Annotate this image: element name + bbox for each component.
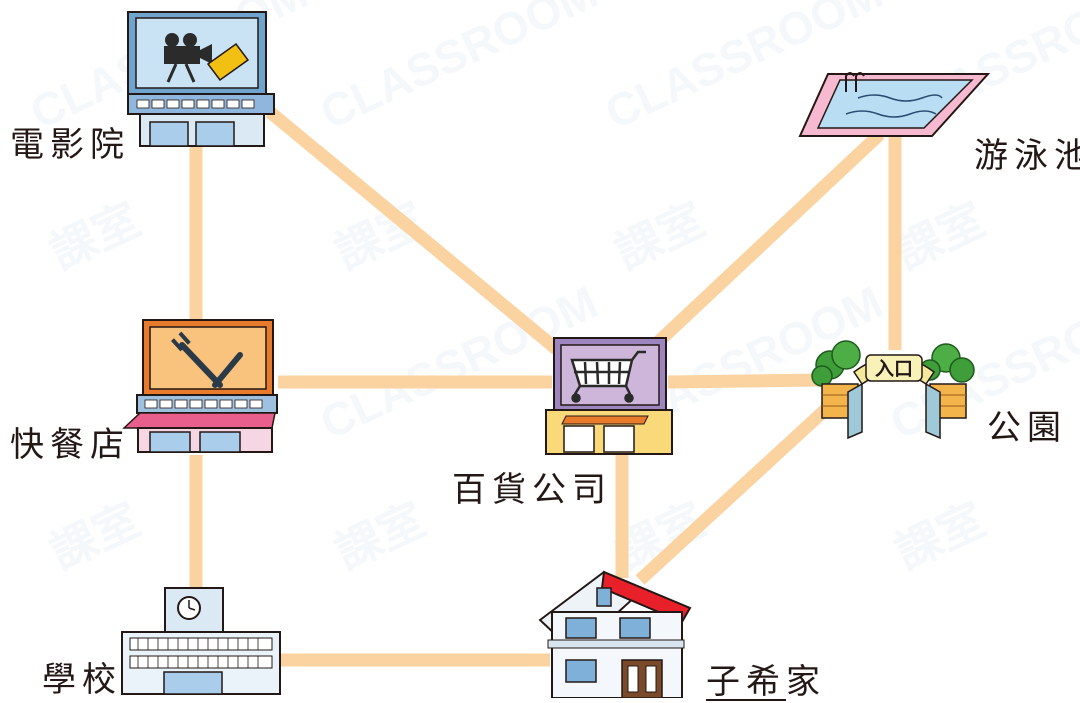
fork-and-knife-icon	[179, 342, 243, 388]
house-icon	[538, 570, 692, 698]
movie-camera-and-clapperboard-icon	[164, 33, 250, 83]
school-with-clock-icon	[121, 587, 281, 695]
watermark-text: 課室	[887, 193, 992, 279]
park-gate-sign: 入口	[875, 358, 913, 380]
label-home-name: 子希	[706, 662, 786, 702]
watermark-text: 課室	[42, 193, 147, 279]
watermark-text: CLASSROOM	[312, 0, 605, 139]
swimming-pool-icon	[798, 72, 991, 137]
label-school: 學校	[42, 660, 122, 700]
label-fastfood: 快餐店	[10, 425, 130, 465]
label-dept-store: 百貨公司	[452, 470, 612, 510]
fastfood-building	[122, 319, 278, 453]
road-park-home	[635, 405, 830, 585]
road-dept-store-pool	[650, 129, 885, 350]
roads	[189, 106, 902, 667]
watermark-text: 課室	[607, 193, 712, 279]
cinema-building	[127, 11, 275, 147]
label-cinema: 電影院	[10, 125, 130, 165]
road-dept-store-park	[667, 373, 821, 389]
label-pool: 游泳池	[974, 136, 1080, 176]
label-home-suffix: 家	[786, 662, 826, 702]
label-park: 公園	[987, 408, 1067, 448]
watermark-text: 課室	[327, 493, 432, 579]
watermark-text: 課室	[42, 493, 147, 579]
road-cinema-dept-store	[265, 106, 565, 358]
watermark-text: 課室	[887, 493, 992, 579]
shopping-cart-icon	[570, 350, 646, 403]
park-gate-with-trees-icon: 入口	[811, 340, 975, 440]
dept-store-building	[545, 337, 673, 455]
label-home: 子希家	[706, 654, 826, 703]
